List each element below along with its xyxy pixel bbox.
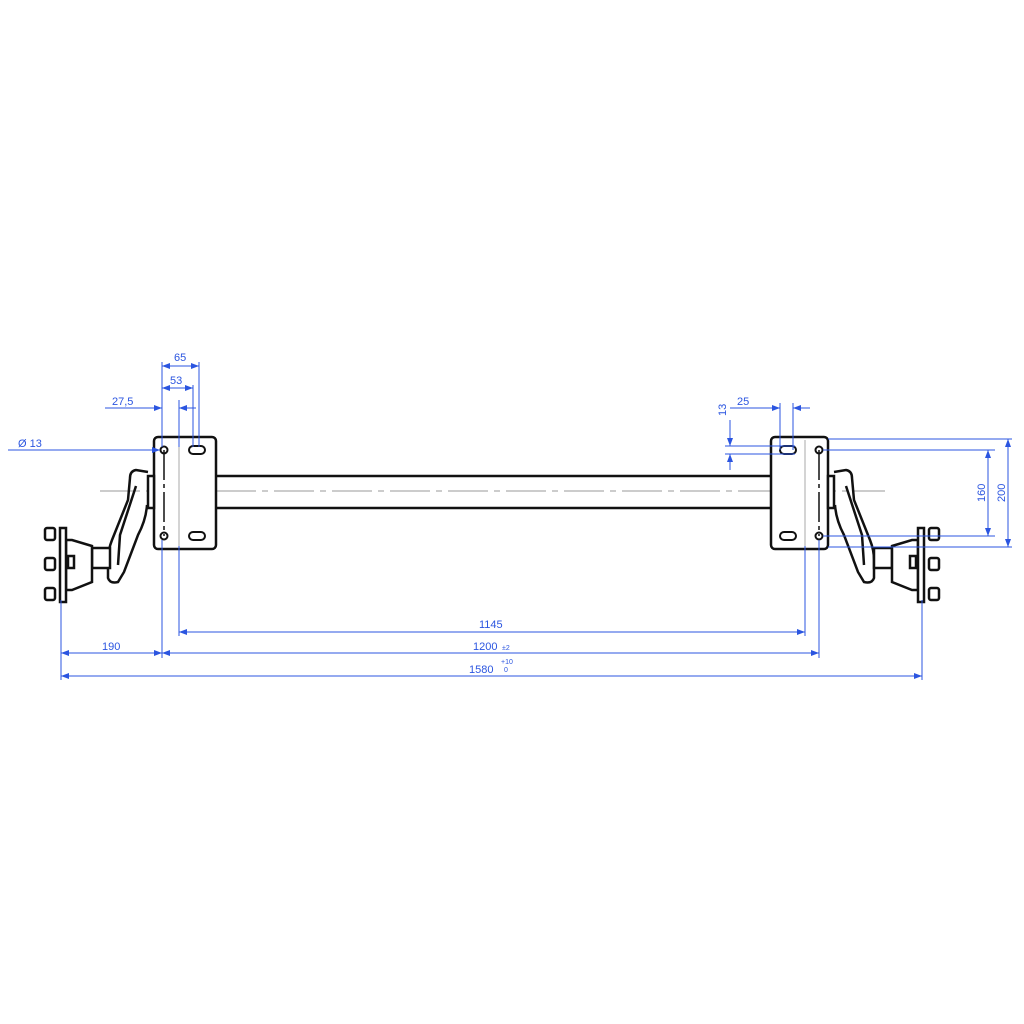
- right-wheel-hub: [872, 526, 941, 604]
- dimension-lines: [8, 362, 1012, 680]
- bolt-hole: [814, 531, 824, 541]
- dim-200: 200: [996, 484, 1008, 502]
- dim-diameter-13: Ø 13: [18, 438, 42, 450]
- dim-1200-tolerance: ±2: [502, 645, 510, 652]
- dim-27-5: 27,5: [112, 396, 133, 408]
- dim-25: 25: [737, 396, 749, 408]
- dim-1580: 1580: [469, 664, 493, 676]
- dim-190: 190: [102, 641, 120, 653]
- dim-65: 65: [174, 352, 186, 364]
- bolt-hole: [159, 531, 169, 541]
- dim-160: 160: [976, 484, 988, 502]
- axle-tube: [200, 474, 784, 510]
- left-swing-arm: [106, 468, 156, 584]
- dim-1145: 1145: [479, 619, 503, 631]
- slot-hole: [188, 531, 206, 541]
- slot-hole: [779, 531, 797, 541]
- dim-13-vertical: 13: [717, 404, 729, 416]
- dim-53: 53: [170, 375, 182, 387]
- slot-hole: [188, 445, 206, 455]
- left-wheel-hub: [43, 526, 112, 604]
- dim-1200: 1200: [473, 641, 497, 653]
- dim-1580-tol-lower: 0: [504, 667, 508, 674]
- left-mounting-plate: [152, 435, 218, 551]
- right-swing-arm: [826, 468, 876, 584]
- dim-1580-tol-upper: +10: [501, 659, 513, 666]
